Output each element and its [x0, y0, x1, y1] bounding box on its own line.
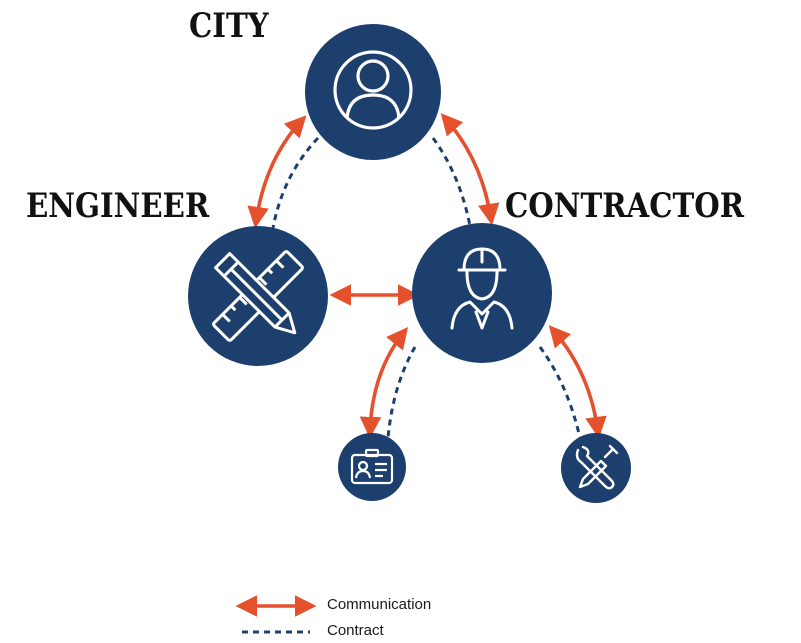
city-label: CITY	[189, 6, 269, 46]
communication-arrows	[247, 113, 607, 439]
wrench-screwdriver-icon	[575, 444, 619, 490]
hardhat-worker-icon	[450, 247, 514, 330]
communication-arrow-contractor-subconsultant	[359, 326, 409, 439]
legend	[235, 595, 317, 634]
engineer-label: ENGINEER	[26, 186, 210, 226]
person-icon	[333, 50, 413, 130]
contract-line-city-contractor	[431, 137, 472, 227]
ruler-pencil-icon	[212, 250, 304, 342]
communication-arrow-city-contractor	[440, 113, 500, 226]
subconsultant-node	[338, 433, 406, 501]
contractor-label: CONTRACTOR	[505, 186, 745, 226]
contractor-node	[412, 223, 552, 363]
communication-arrow-city-engineer	[247, 115, 307, 229]
supplier-node	[561, 433, 631, 503]
city-node	[305, 24, 441, 160]
communication-arrow-contractor-supplier	[548, 325, 607, 439]
legend-communication-label: Communication	[327, 596, 432, 613]
legend-contract-label: Contract	[327, 622, 384, 639]
engineer-node	[188, 226, 328, 366]
id-card-icon	[350, 448, 394, 485]
contract-line-contractor-subconsultant	[386, 346, 417, 439]
